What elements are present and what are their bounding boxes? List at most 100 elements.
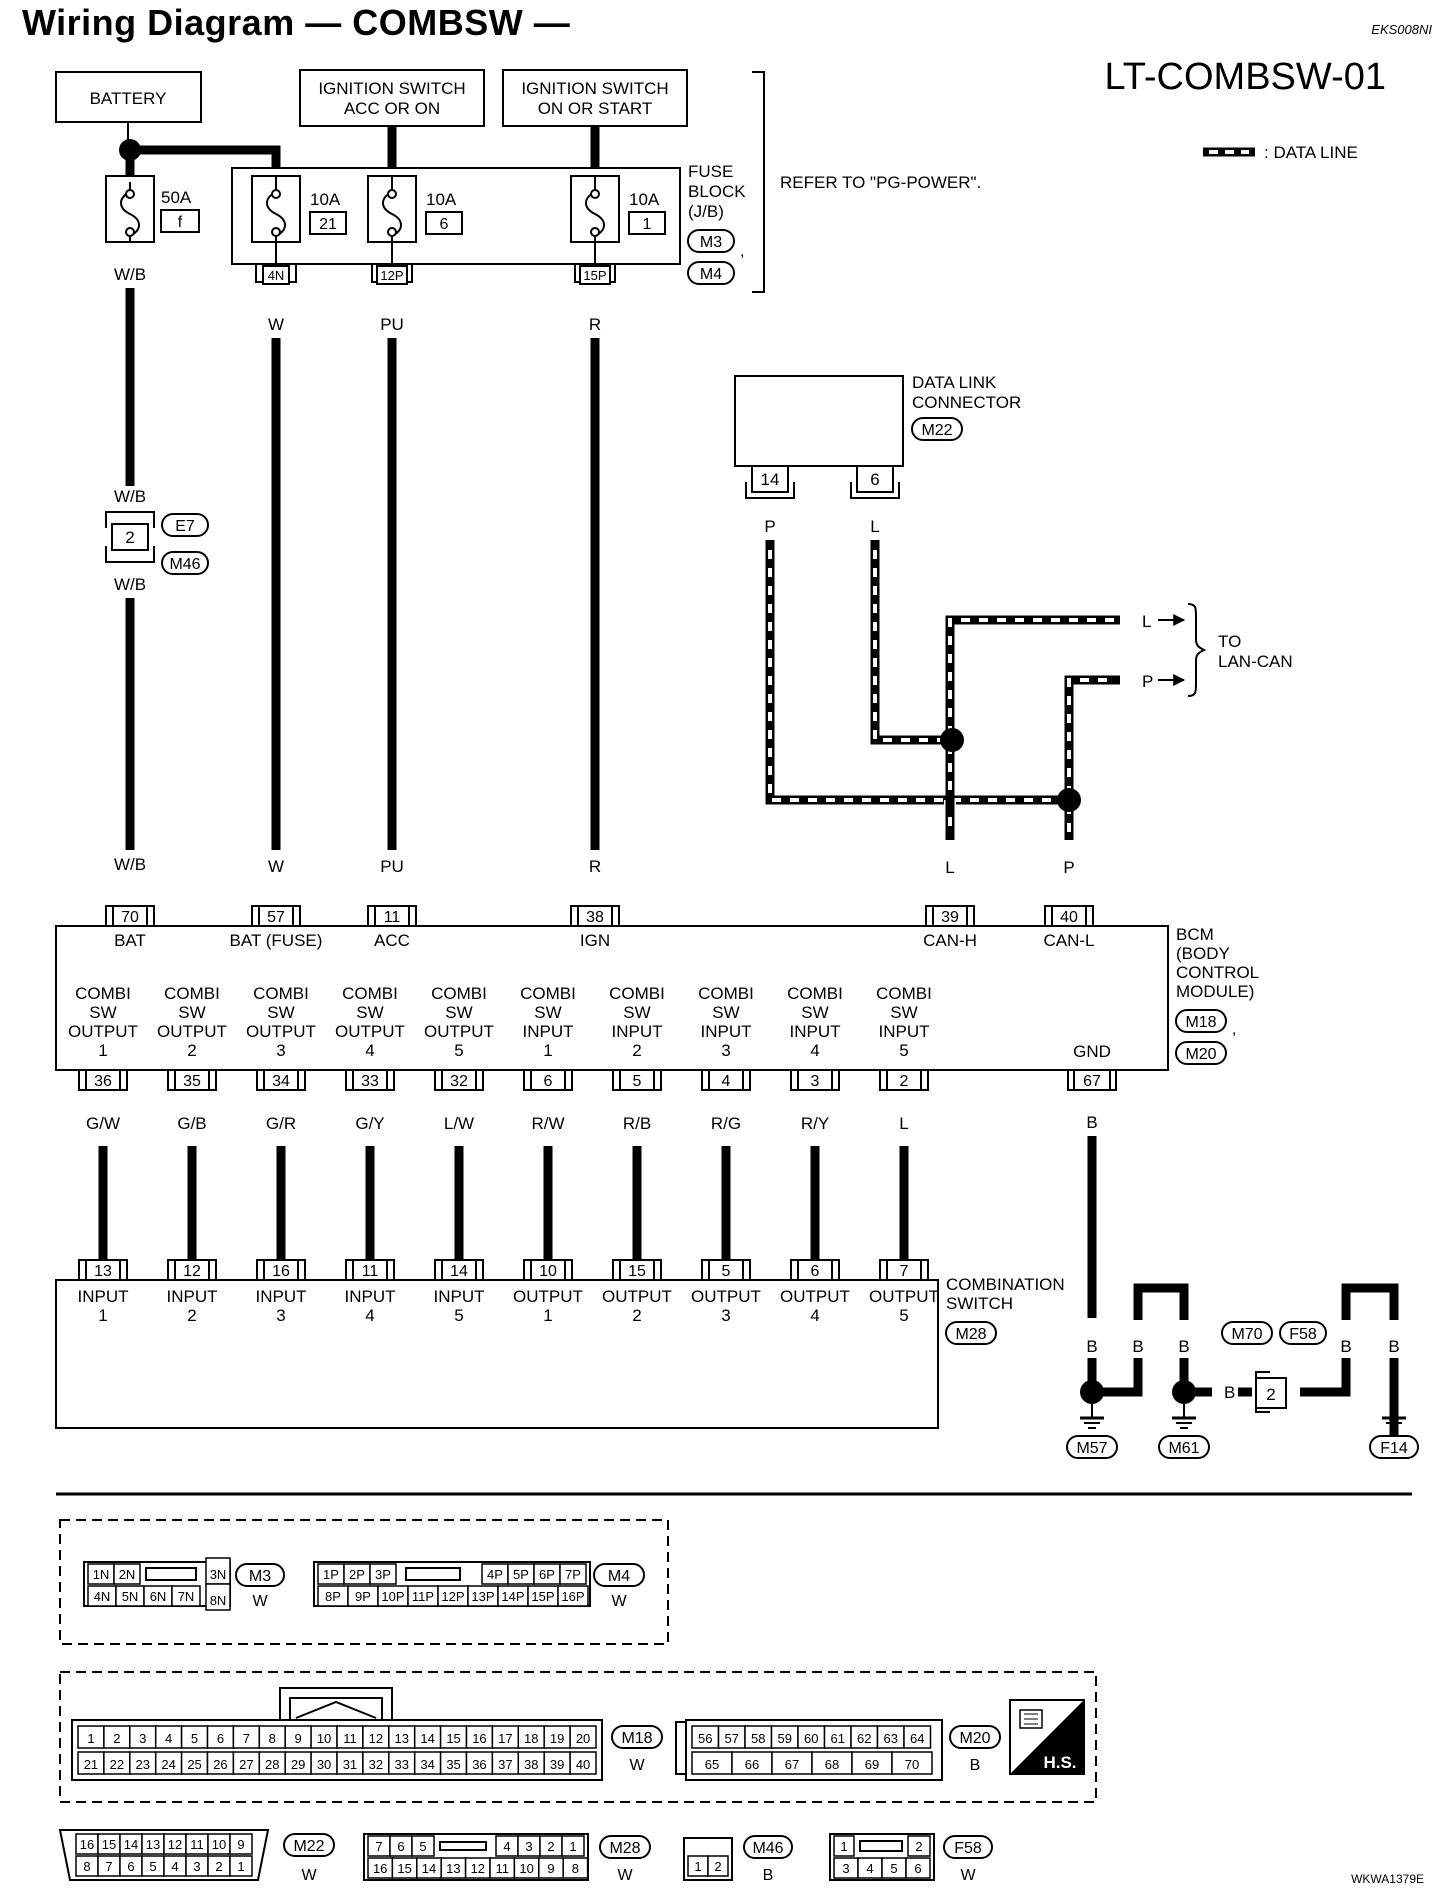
m22-color: W (301, 1867, 317, 1884)
m28-pin-1: 1 (569, 1839, 576, 1854)
data-line-legend-label: : DATA LINE (1264, 143, 1358, 162)
wire-label-G/Y: G/Y (355, 1114, 384, 1133)
bcm-pin-38: 38 (586, 909, 604, 926)
m20-pin-60: 60 (804, 1731, 818, 1746)
m18-pin-20: 20 (576, 1731, 590, 1746)
bcm-comma: , (1232, 1021, 1236, 1038)
m4-pin-3P: 3P (375, 1567, 391, 1582)
m3-pin-2N: 2N (119, 1567, 136, 1582)
bcm-sw-word-1: SW (178, 1003, 205, 1022)
switch-pin-6: 6 (811, 1263, 820, 1280)
ground-f14: F14 (1380, 1440, 1408, 1457)
m4-pin-1P: 1P (323, 1567, 339, 1582)
refer-note: REFER TO "PG-POWER". (780, 173, 981, 192)
m18-pin-34: 34 (420, 1757, 434, 1772)
bcm-combi-word-9: COMBI (876, 984, 932, 1003)
bcm-sw-word-9: SW (890, 1003, 917, 1022)
fuse-3-num: 1 (643, 216, 652, 233)
bcm-pin-70: 70 (121, 909, 139, 926)
m28-name: M28 (609, 1840, 640, 1857)
switch-pin-15: 15 (628, 1263, 646, 1280)
bcm-pin-35: 35 (183, 1073, 201, 1090)
page-title: Wiring Diagram — COMBSW — (22, 2, 571, 43)
hs-symbol-icon: H.S. (1009, 1699, 1085, 1775)
bcm-kind-1: OUTPUT (157, 1022, 227, 1041)
bcm-kind-3: OUTPUT (335, 1022, 405, 1041)
ground-m61: M61 (1168, 1440, 1199, 1457)
m28-pin-13: 13 (446, 1861, 460, 1876)
f58-pin-2: 2 (915, 1839, 922, 1854)
m22-pin-12: 12 (168, 1837, 182, 1852)
dlc-label-1: DATA LINK (912, 373, 997, 392)
m3-name: M3 (249, 1568, 271, 1585)
bcm-sw-word-8: SW (801, 1003, 828, 1022)
bcm-pin-2: 2 (900, 1073, 909, 1090)
lan-l-label: L (1142, 612, 1151, 631)
inline-conn-a: E7 (175, 518, 195, 535)
m4-name: M4 (608, 1568, 630, 1585)
bcm-num-1: 2 (187, 1041, 196, 1060)
bcm-box: BCM (BODY CONTROL MODULE) M18 , M20 GND (55, 925, 1259, 1071)
dlc-label-2: CONNECTOR (912, 393, 1021, 412)
m28-pin-11: 11 (495, 1861, 509, 1876)
bcm-num-2: 3 (276, 1041, 285, 1060)
m3-pin-7N: 7N (178, 1589, 195, 1604)
switch-pin-16: 16 (272, 1263, 290, 1280)
m3-pin-8N: 8N (210, 1593, 227, 1608)
m18-pin-35: 35 (446, 1757, 460, 1772)
m18-pin-29: 29 (291, 1757, 305, 1772)
ground-m57: M57 (1076, 1440, 1107, 1457)
switch-num-0: 1 (98, 1306, 107, 1325)
bcm-combi-word-2: COMBI (253, 984, 309, 1003)
switch-pin-10: 10 (539, 1263, 557, 1280)
fuse-block-label-1: FUSE (688, 162, 733, 181)
switch-num-8: 4 (810, 1306, 819, 1325)
bcm-pin-11: 11 (384, 909, 401, 926)
page-code: LT-COMBSW-01 (1104, 56, 1386, 98)
m4-pin-16P: 16P (561, 1589, 584, 1604)
wire-label-R/Y: R/Y (801, 1114, 829, 1133)
m46-color: B (763, 1867, 774, 1884)
m4-pin-9P: 9P (355, 1589, 371, 1604)
bcm-gnd-label: GND (1073, 1042, 1111, 1061)
m20-pin-56: 56 (698, 1731, 712, 1746)
bcm-combi-word-6: COMBI (609, 984, 665, 1003)
wire-label-wb-3: W/B (114, 575, 146, 594)
switch-num-3: 4 (365, 1306, 374, 1325)
m18-pin-4: 4 (165, 1731, 172, 1746)
bcm-pin-39: 39 (941, 909, 959, 926)
fuse-2-amp: 10A (426, 190, 457, 209)
m4-pin-15P: 15P (531, 1589, 554, 1604)
m18-pin-21: 21 (84, 1757, 98, 1772)
m18-pin-40: 40 (576, 1757, 590, 1772)
lan-label-1: TO (1218, 632, 1241, 651)
m3-pin-6N: 6N (150, 1589, 167, 1604)
m18-pin-27: 27 (239, 1757, 253, 1772)
m22-pin-3: 3 (193, 1859, 200, 1874)
ign-switch-on-box: IGNITION SWITCH ON OR START (502, 69, 688, 127)
data-link-connector: DATA LINK CONNECTOR M22 14 6 (734, 373, 1021, 499)
m20-pin-65: 65 (705, 1757, 719, 1772)
bcm-combi-word-5: COMBI (520, 984, 576, 1003)
inline-pin: 2 (125, 528, 134, 547)
m18-pin-19: 19 (550, 1731, 564, 1746)
m22-pin-16: 16 (80, 1837, 94, 1852)
m20-pin-58: 58 (751, 1731, 765, 1746)
m18-pin-1: 1 (87, 1731, 94, 1746)
wire-label-R/G: R/G (711, 1114, 741, 1133)
bcm-sw-word-3: SW (356, 1003, 383, 1022)
wire-label-w-1: W (268, 315, 284, 334)
combi-switch-label-2: SWITCH (946, 1294, 1013, 1313)
m28-pin-6: 6 (397, 1839, 404, 1854)
wire-label-r-2: R (589, 857, 601, 876)
switch-kind-5: OUTPUT (513, 1287, 583, 1306)
m3-color: W (252, 1593, 268, 1610)
bcm-pin-label-40: CAN-L (1043, 931, 1094, 950)
m28-pin-2: 2 (547, 1839, 554, 1854)
wire-label-w-2: W (268, 857, 284, 876)
m18-pin-32: 32 (369, 1757, 383, 1772)
switch-kind-2: INPUT (256, 1287, 307, 1306)
